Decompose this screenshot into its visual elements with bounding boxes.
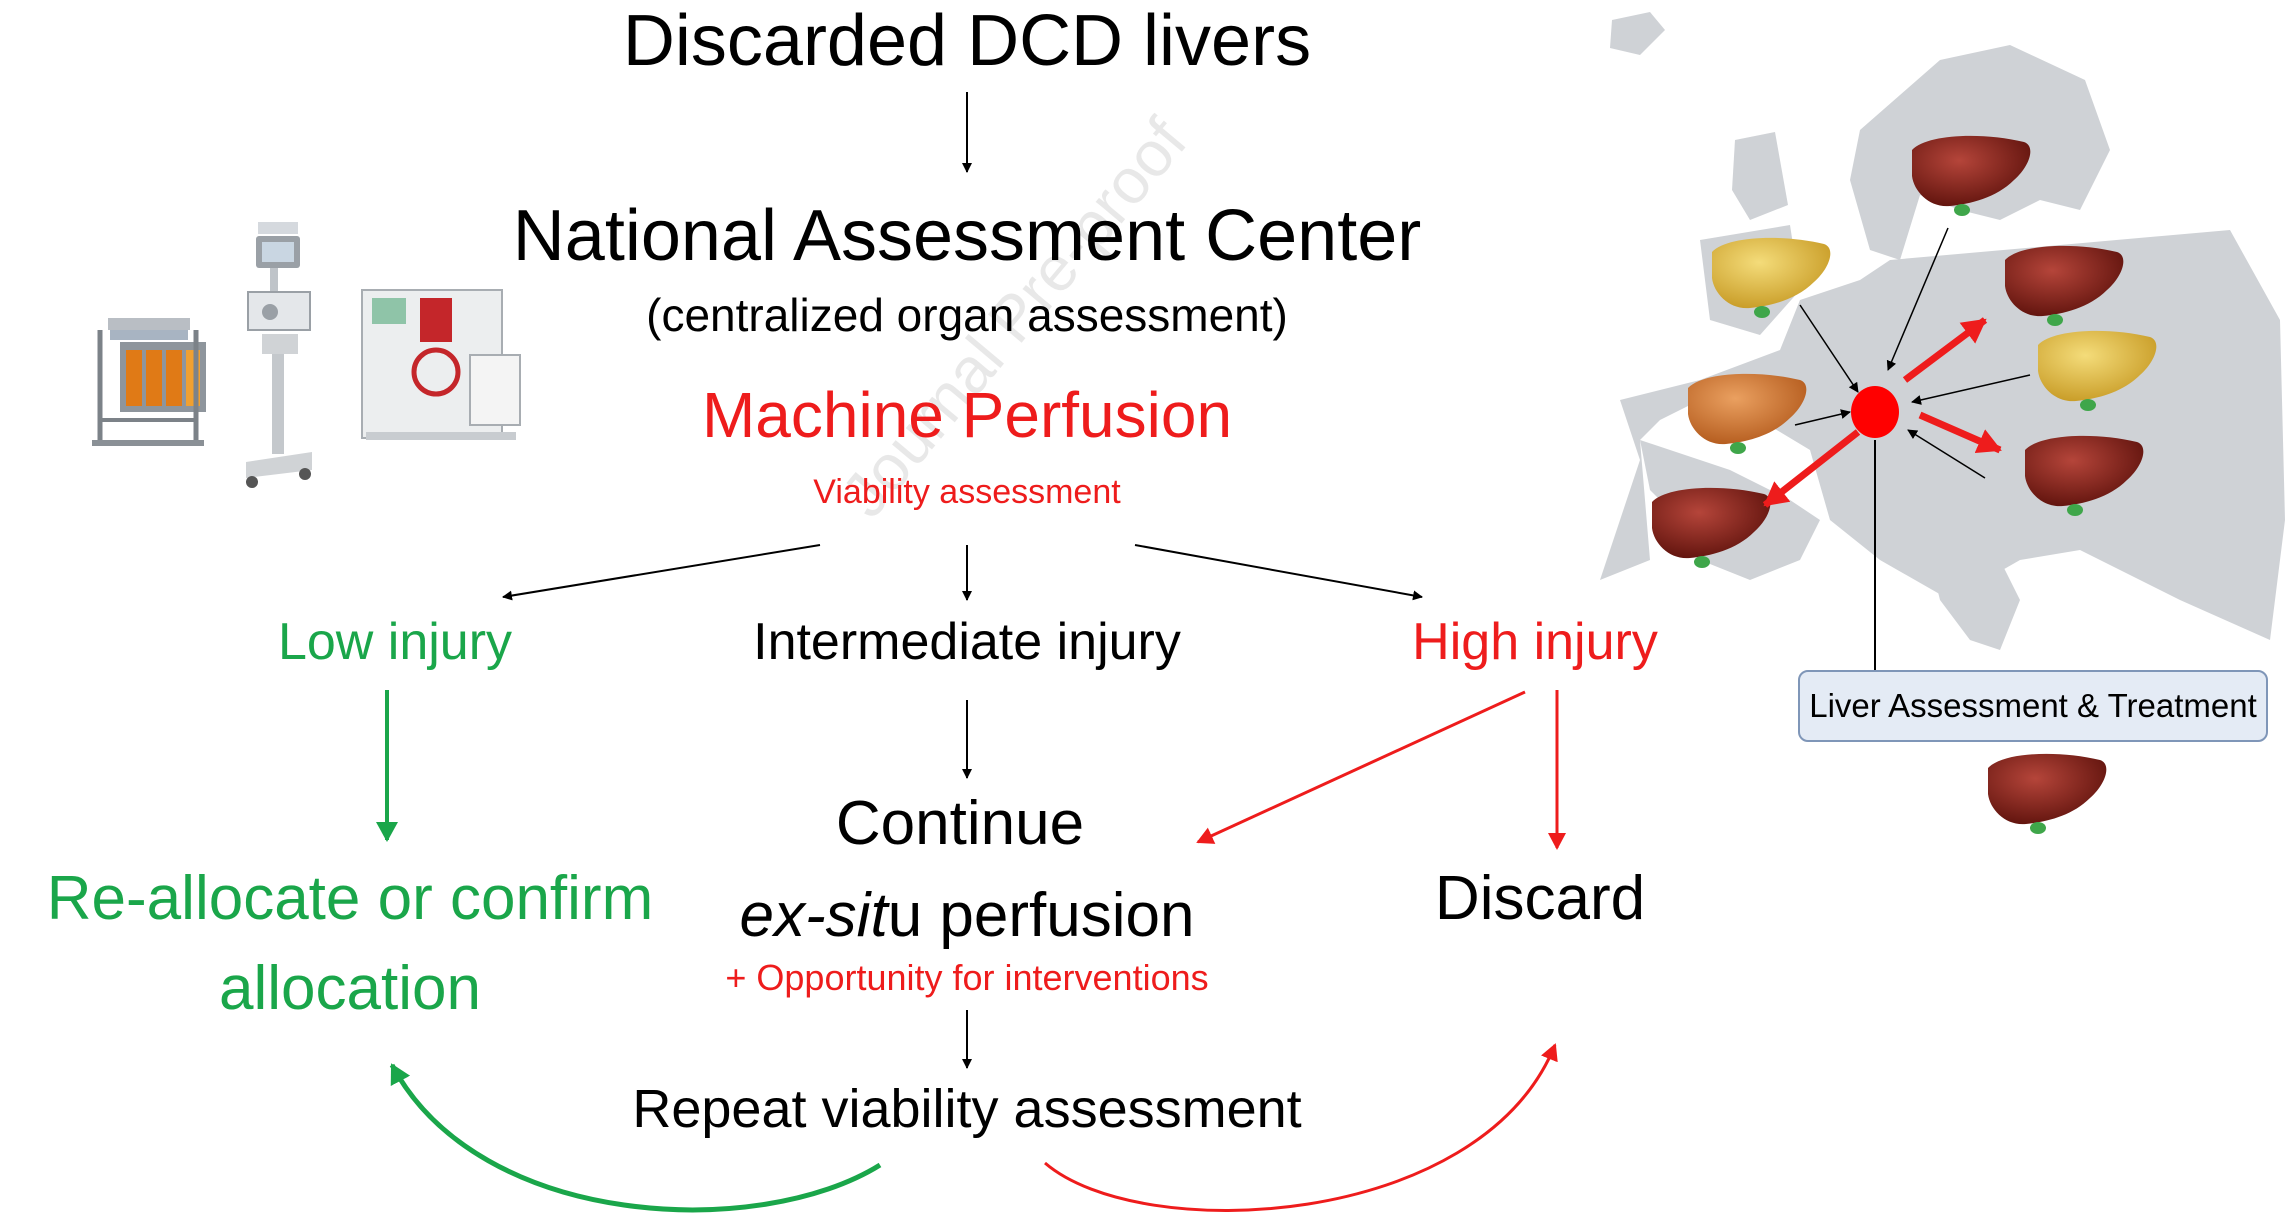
interventions-label: + Opportunity for interventions bbox=[725, 957, 1209, 998]
high-injury-label: High injury bbox=[1412, 613, 1658, 671]
liver-icon-below-box bbox=[1988, 753, 2107, 834]
liver-assessment-treatment-label: Liver Assessment & Treatment bbox=[1809, 687, 2257, 724]
arrow-repeat-to-discard bbox=[1044, 1043, 1558, 1212]
liver-icon-orange bbox=[1688, 373, 1807, 454]
diagram-title: Discarded DCD livers bbox=[622, 1, 1312, 81]
map-arrow-east-in bbox=[1911, 374, 2031, 405]
ex-situ-rest-part: u perfusion bbox=[887, 881, 1195, 950]
intermediate-injury-label: Intermediate injury bbox=[753, 613, 1181, 671]
map-arrow-out-southwest bbox=[1762, 429, 1861, 508]
map-arrow-out-northeast bbox=[1902, 317, 1988, 383]
arrow-repeat-to-reallocate bbox=[389, 1063, 882, 1213]
reallocate-line-1: Re-allocate or confirm bbox=[46, 864, 654, 933]
liver-assessment-treatment-box: Liver Assessment & Treatment bbox=[1798, 670, 2268, 742]
national-assessment-center: National Assessment Center bbox=[512, 196, 1422, 276]
arrow-to-high-injury bbox=[1134, 544, 1423, 601]
map-arrow-orange-in bbox=[1794, 409, 1851, 426]
ex-situ-italic-part: ex-sit bbox=[739, 881, 888, 950]
map-arrow-west-in bbox=[1799, 304, 1859, 393]
arrow-to-low-injury bbox=[502, 544, 821, 601]
discard-label: Discard bbox=[1434, 864, 1646, 933]
viability-assessment-label: Viability assessment bbox=[813, 473, 1121, 511]
map-arrow-southeast-in bbox=[1907, 429, 1986, 479]
center-subtitle: (centralized organ assessment) bbox=[646, 289, 1288, 341]
map-arrow-out-southeast bbox=[1918, 411, 2002, 454]
arrow-high-to-continue bbox=[1196, 690, 1526, 844]
repeat-viability-assessment-label: Repeat viability assessment bbox=[632, 1079, 1302, 1139]
machine-cart-1 bbox=[92, 318, 206, 446]
low-injury-label: Low injury bbox=[277, 613, 513, 671]
perfusion-machines-illustration bbox=[92, 222, 521, 488]
assessment-center-marker bbox=[1851, 386, 1899, 438]
ex-situ-perfusion-label: ex-situ perfusion bbox=[739, 881, 1195, 950]
machine-box-3 bbox=[361, 289, 521, 440]
machine-tower-2 bbox=[246, 222, 312, 488]
map-arrow-north-in bbox=[1886, 227, 1949, 371]
machine-perfusion-heading: Machine Perfusion bbox=[701, 379, 1233, 451]
continue-label: Continue bbox=[835, 789, 1085, 858]
reallocate-line-2: allocation bbox=[219, 954, 481, 1023]
